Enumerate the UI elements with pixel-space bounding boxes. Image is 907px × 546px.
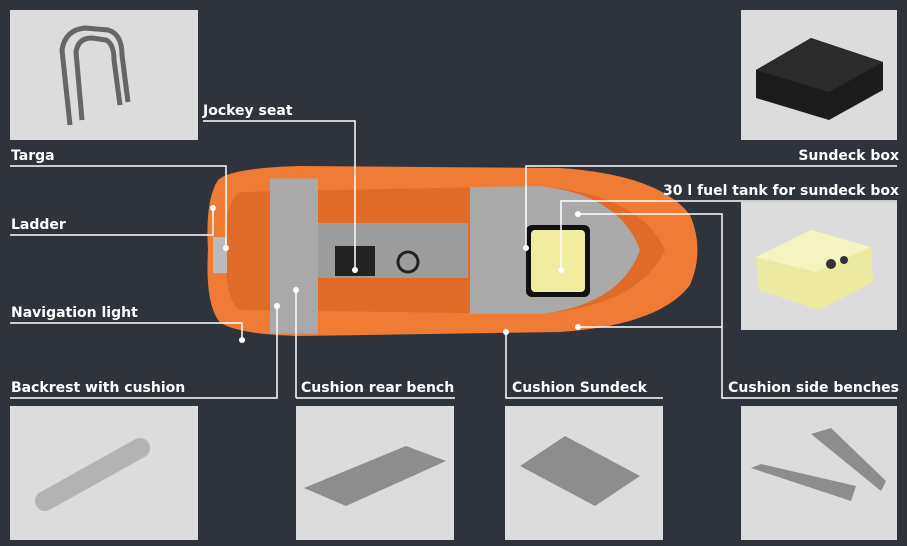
label-ladder: Ladder — [11, 217, 66, 233]
cushion-sundeck-image — [505, 406, 663, 540]
fuel-tank-icon — [756, 230, 873, 310]
label-cushion-rear-bench: Cushion rear bench — [301, 380, 455, 396]
cushion-rear-bench-icon — [304, 446, 446, 506]
label-navigation-light: Navigation light — [11, 305, 138, 321]
targa-image — [10, 10, 198, 140]
leader-lines — [10, 120, 897, 399]
cushion-rear-bench-image — [296, 406, 454, 540]
targa-icon — [59, 25, 131, 126]
cushion-side-benches-icon — [751, 428, 886, 501]
backrest-image — [10, 406, 198, 540]
sundeck-box-icon — [756, 38, 883, 120]
sundeck-box-image — [741, 10, 897, 140]
label-cushion-side-benches: Cushion side benches — [728, 380, 899, 396]
label-fuel-tank: 30 l fuel tank for sundeck box — [663, 183, 899, 199]
label-backrest: Backrest with cushion — [11, 380, 186, 396]
cushion-sundeck-icon — [520, 436, 640, 506]
label-jockey-seat: Jockey seat — [203, 103, 293, 119]
label-sundeck-box: Sundeck box — [798, 148, 899, 164]
backrest-icon — [35, 438, 150, 511]
callout-dots — [210, 205, 581, 343]
boat-hull — [207, 166, 698, 336]
cushion-side-benches-image — [741, 406, 897, 540]
fuel-tank-image — [741, 202, 897, 330]
label-targa: Targa — [11, 148, 55, 164]
label-cushion-sundeck: Cushion Sundeck — [512, 380, 647, 396]
